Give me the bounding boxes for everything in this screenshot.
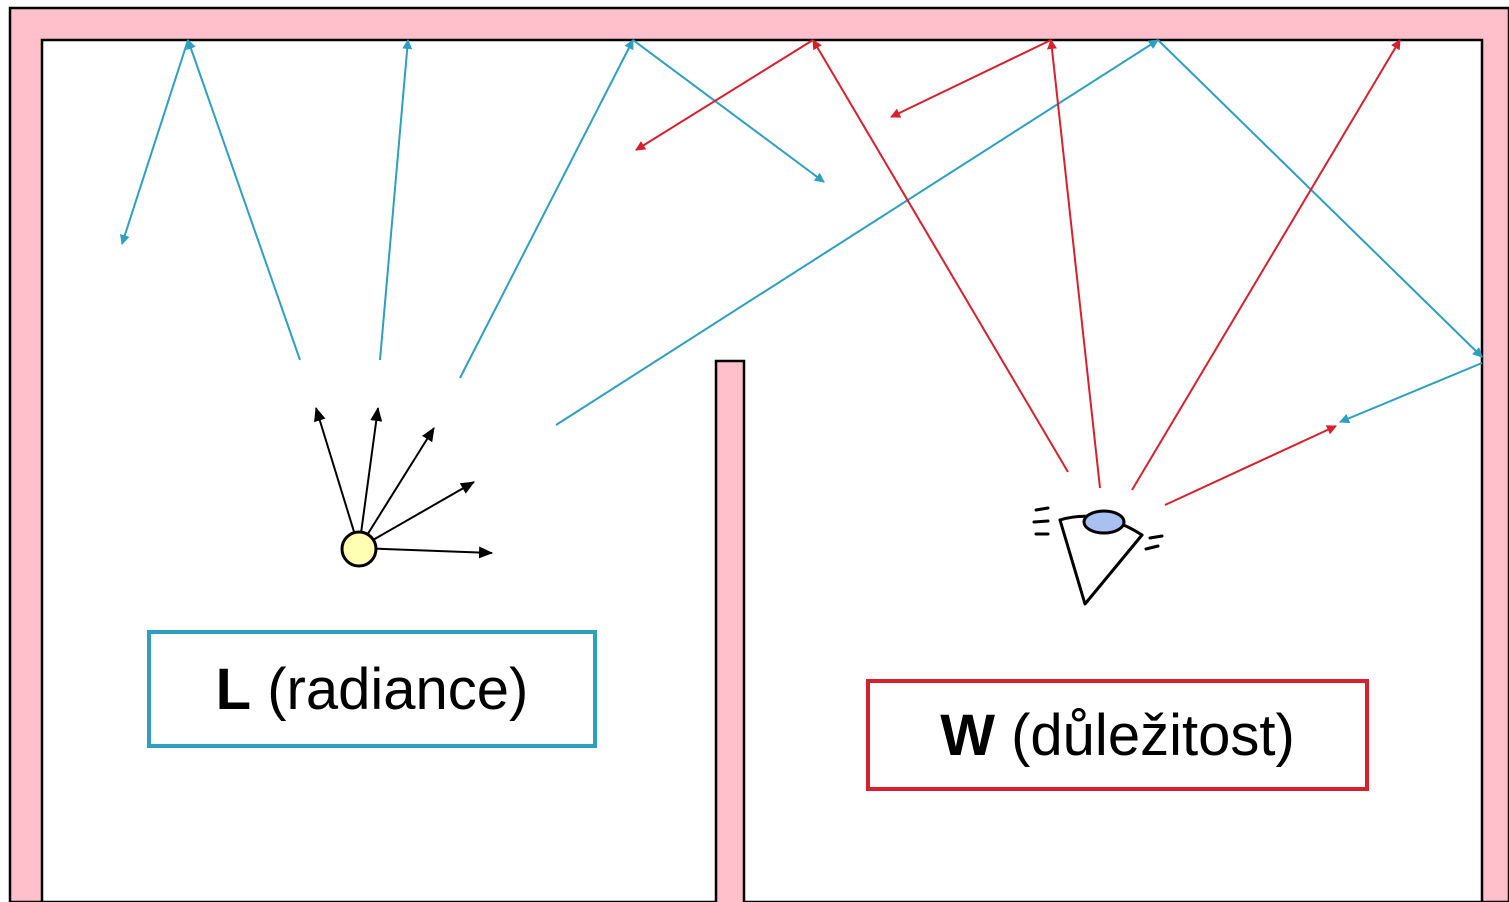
radiance-rays xyxy=(120,39,1483,426)
partition-wall xyxy=(714,359,746,902)
eye-glint xyxy=(1034,506,1050,512)
radiance-ray xyxy=(1157,39,1483,358)
emission-arrow xyxy=(314,407,360,549)
radiance-ray xyxy=(120,39,189,245)
importance-ray xyxy=(1131,39,1401,491)
radiance-ray xyxy=(459,39,634,379)
room-walls xyxy=(8,6,1509,902)
importance-ray xyxy=(812,39,1069,473)
importance-ray xyxy=(635,39,814,151)
eye-glint xyxy=(1148,534,1164,540)
radiance-ray xyxy=(186,39,301,361)
light-bulb xyxy=(340,530,378,568)
eye-glint xyxy=(1144,544,1160,551)
radiance-ray xyxy=(555,39,1159,426)
importance-label-box: W (důležitost) xyxy=(866,679,1369,791)
eye-glint xyxy=(1032,519,1050,524)
eye-cone xyxy=(1058,518,1144,606)
outer-wall xyxy=(8,6,1509,902)
eye-camera-icon xyxy=(1032,506,1164,606)
radiance-ray xyxy=(1339,362,1483,424)
emission-arrow xyxy=(358,546,493,559)
importance-rays xyxy=(635,39,1401,506)
radiance-symbol: L xyxy=(215,656,252,722)
radiance-label-text: (radiance) xyxy=(251,656,529,722)
emission-arrow xyxy=(358,407,383,549)
emission-arrow xyxy=(358,481,475,549)
importance-ray xyxy=(1047,39,1101,489)
importance-label-text: (důležitost) xyxy=(994,702,1295,768)
radiance-ray xyxy=(632,39,825,183)
importance-ray xyxy=(890,39,1052,118)
importance-ray xyxy=(1164,425,1337,506)
eye-pupil xyxy=(1082,509,1126,535)
radiance-label-box: L (radiance) xyxy=(147,630,597,748)
emission-arrow xyxy=(358,427,435,549)
radiance-ray xyxy=(379,39,413,361)
light-source-icon xyxy=(314,407,493,568)
importance-symbol: W xyxy=(940,702,995,768)
